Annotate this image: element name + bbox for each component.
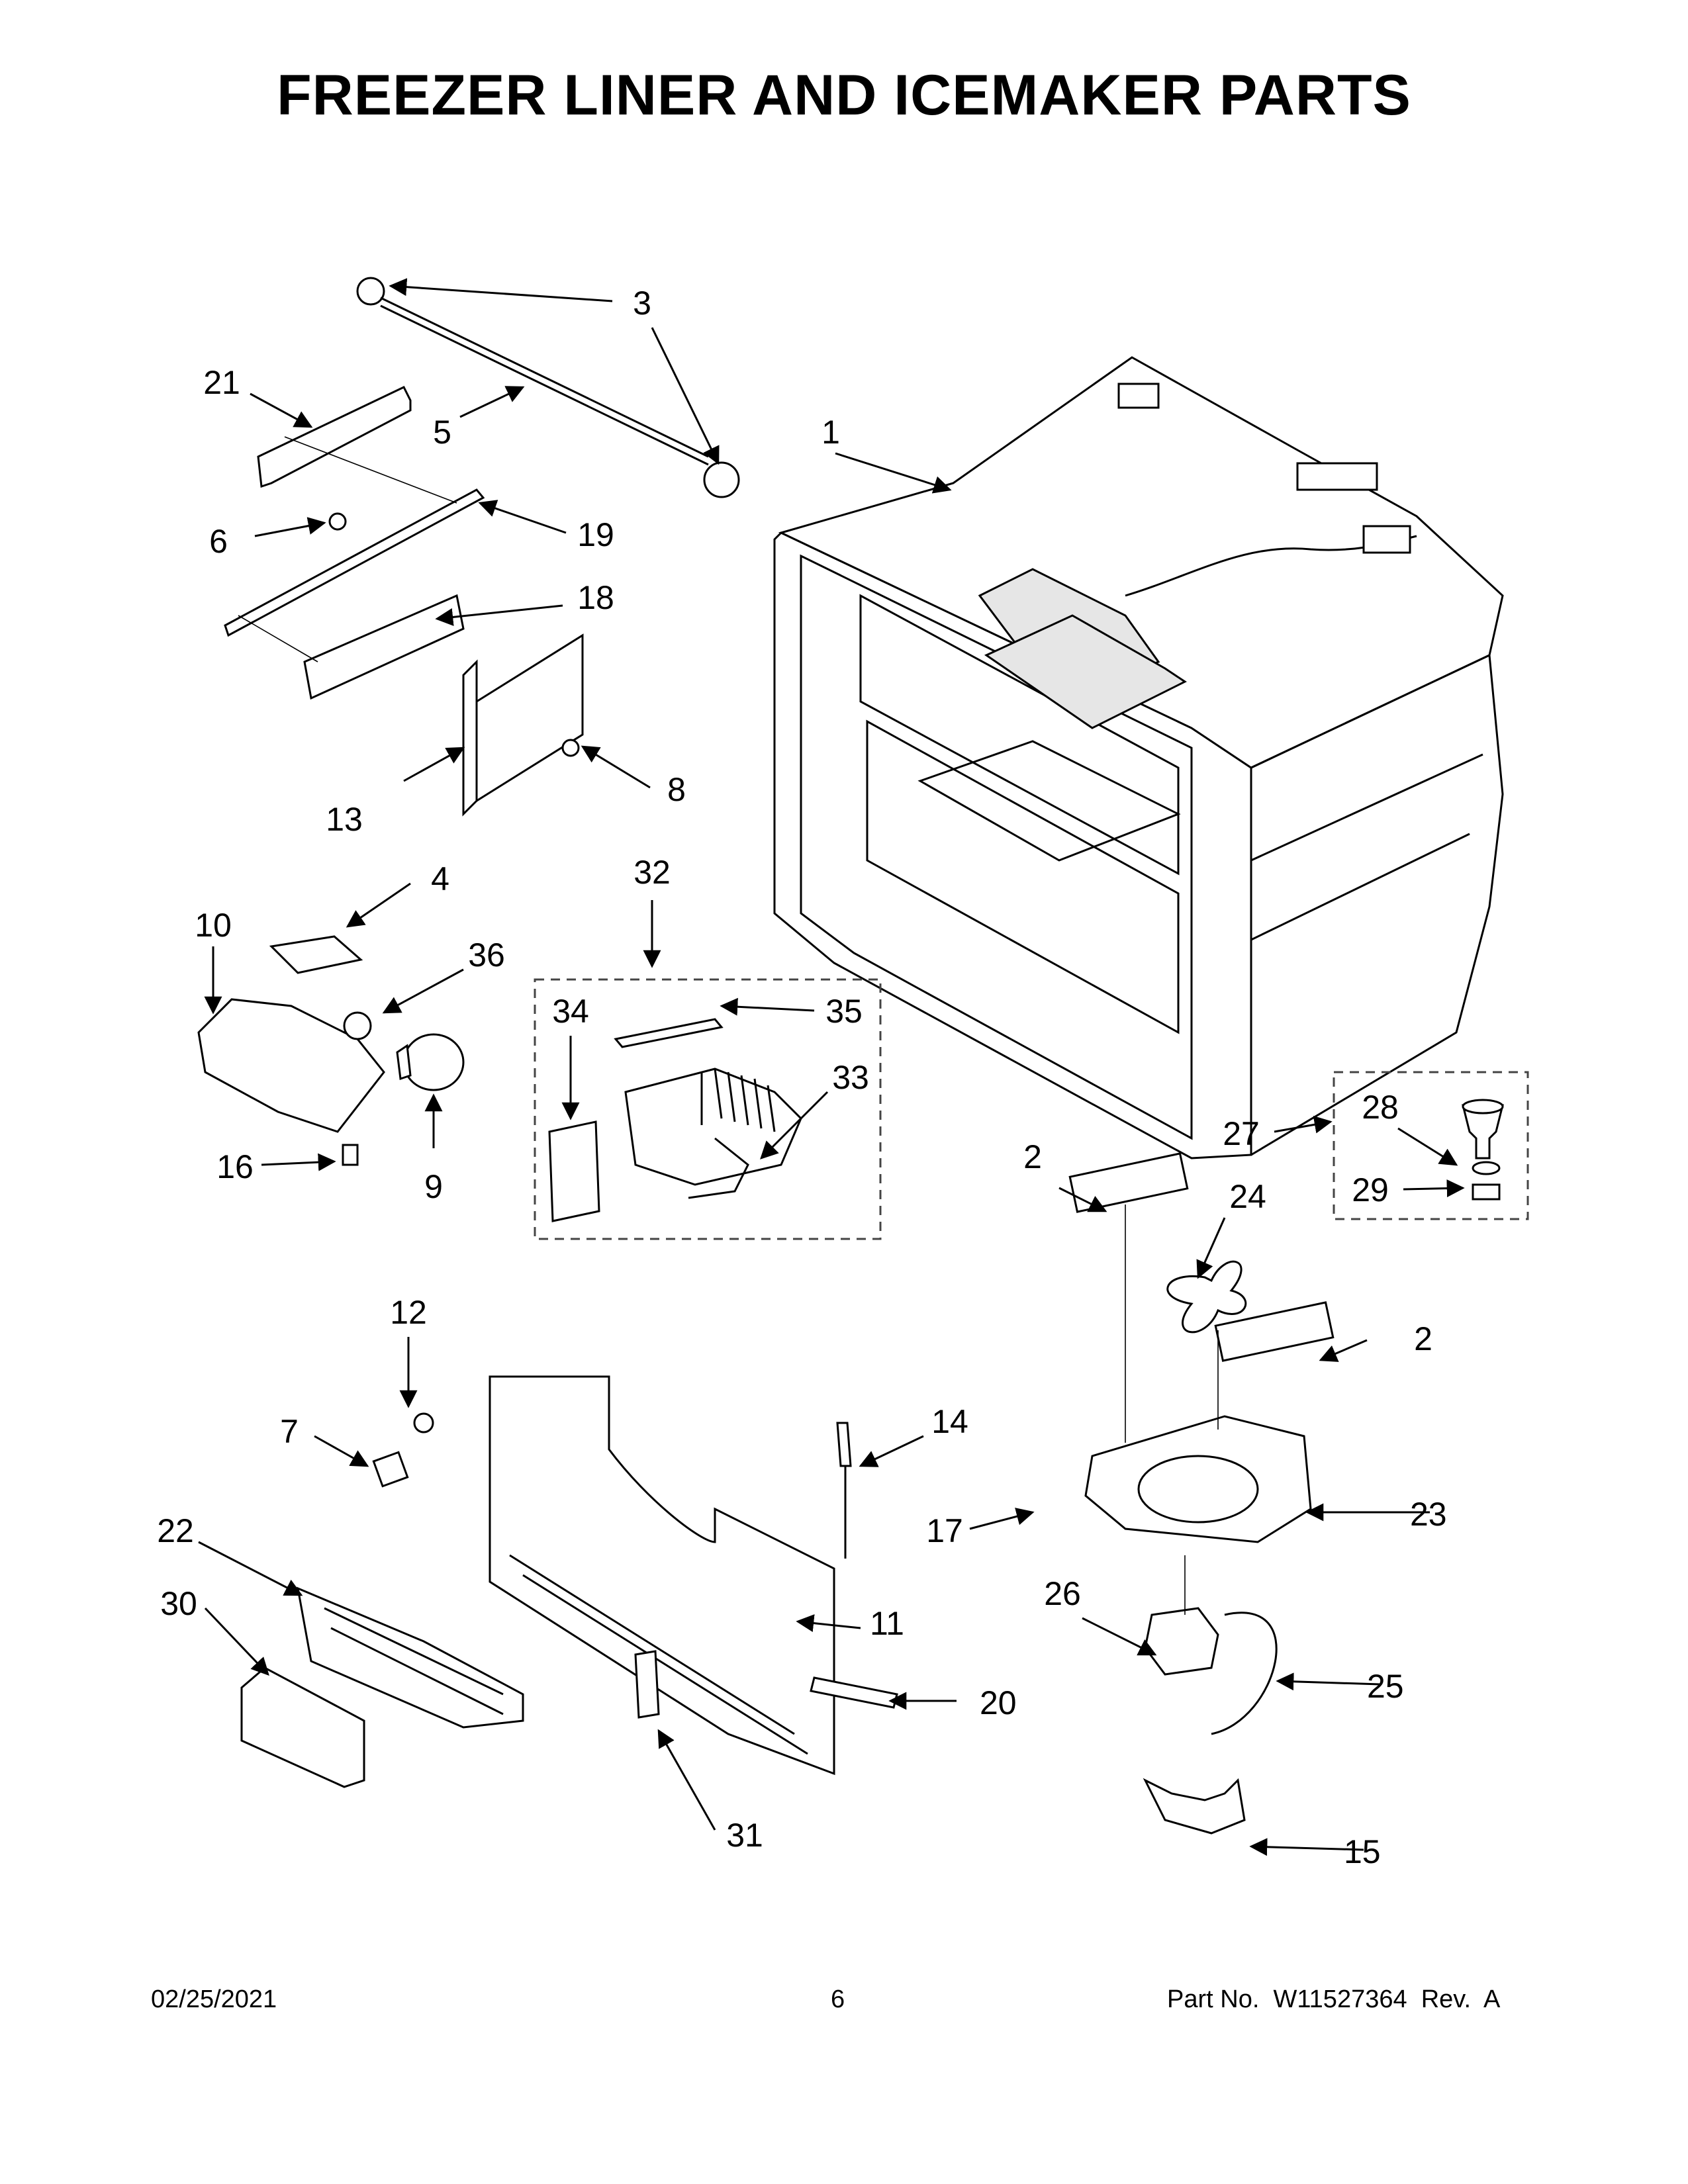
callout-16: 16 xyxy=(216,1148,254,1185)
page-title: FREEZER LINER AND ICEMAKER PARTS xyxy=(277,64,1411,127)
callout-5: 5 xyxy=(433,414,451,451)
light-housing-parts xyxy=(197,935,465,1166)
callout-22: 22 xyxy=(157,1512,194,1549)
callout-6: 6 xyxy=(209,523,228,560)
callout-19: 19 xyxy=(577,516,614,553)
icemaker-group-box xyxy=(534,978,882,1240)
rear-panel-parts xyxy=(240,1375,898,1788)
callout-25: 25 xyxy=(1367,1668,1404,1705)
callout-26: 26 xyxy=(1044,1575,1081,1612)
callout-36: 36 xyxy=(468,936,505,974)
callout-13: 13 xyxy=(326,801,363,838)
callout-9: 9 xyxy=(424,1168,443,1205)
callout-12: 12 xyxy=(390,1294,427,1331)
callout-leaders xyxy=(198,278,1465,1856)
callout-labels: 1 2 2 3 4 5 6 7 8 9 10 11 12 13 14 15 16… xyxy=(157,285,1446,1870)
footer-date: 02/25/2021 xyxy=(151,1985,277,2013)
callout-21: 21 xyxy=(203,364,240,401)
callout-3: 3 xyxy=(633,285,651,322)
callout-1: 1 xyxy=(821,414,840,451)
filter-group-box xyxy=(1333,1071,1529,1220)
callout-20: 20 xyxy=(980,1684,1017,1721)
callout-33: 33 xyxy=(832,1059,869,1096)
fan-assembly xyxy=(1068,1152,1335,1835)
callout-4: 4 xyxy=(431,860,449,897)
footer-part-number: Part No. W11527364 Rev. A xyxy=(1167,1985,1501,2013)
callout-10: 10 xyxy=(195,907,232,944)
callout-32: 32 xyxy=(633,854,671,891)
callout-34: 34 xyxy=(552,993,589,1030)
callout-2a: 2 xyxy=(1023,1138,1042,1175)
freezer-liner xyxy=(773,356,1504,1160)
callout-14: 14 xyxy=(931,1403,968,1440)
callout-11: 11 xyxy=(870,1605,904,1642)
callout-30: 30 xyxy=(160,1585,197,1622)
callout-24: 24 xyxy=(1229,1178,1266,1215)
filter-parts xyxy=(1462,1099,1504,1201)
callout-28: 28 xyxy=(1362,1089,1399,1126)
callout-7: 7 xyxy=(280,1413,299,1450)
callout-31: 31 xyxy=(726,1817,763,1854)
callout-8: 8 xyxy=(667,771,686,808)
callout-18: 18 xyxy=(577,579,614,616)
callout-2b: 2 xyxy=(1414,1320,1432,1357)
callout-15: 15 xyxy=(1344,1833,1381,1870)
upper-left-parts xyxy=(224,277,740,817)
footer-page-number: 6 xyxy=(831,1985,845,2013)
callout-35: 35 xyxy=(825,993,863,1030)
callout-23: 23 xyxy=(1410,1496,1447,1533)
callout-29: 29 xyxy=(1352,1171,1389,1208)
callout-27: 27 xyxy=(1223,1115,1260,1152)
callout-17: 17 xyxy=(926,1512,963,1549)
icemaker-assembly xyxy=(548,1018,802,1222)
